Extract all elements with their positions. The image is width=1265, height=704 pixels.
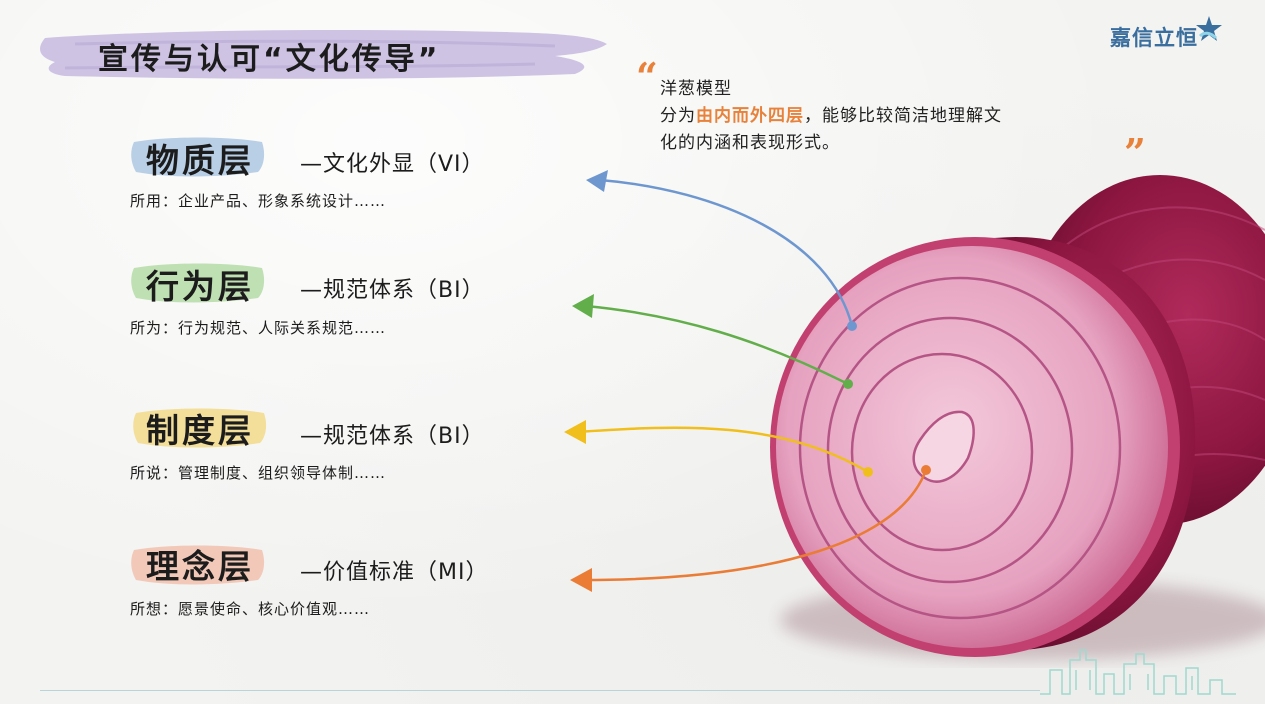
band-concept [131,545,265,585]
band-system [133,408,267,448]
layer-desc-material: 所用：企业产品、形象系统设计…… [130,192,387,210]
brand-logo-text: 嘉信立恒 [1110,26,1198,50]
arrowhead-material [586,170,608,192]
layer-name-behavior: 行为层 [146,267,254,306]
quote-line-2-suffix: ，能够比较简洁地理解文 [804,106,1002,126]
page-title: 宣传与认可“文化传导” [98,42,441,77]
star-logo-icon [1196,16,1222,41]
city-skyline-icon [1040,649,1236,695]
arrow-system [575,426,869,474]
layer-subtitle-concept: —价值标准（MI） [300,560,489,585]
layer-subtitle-material: —文化外显（VI） [300,152,485,177]
quote-close-mark: ” [1124,130,1146,175]
dot-material [847,321,857,331]
quote-line-2-prefix: 分为 [660,106,696,126]
quote-line-2: 分为由内而外四层，能够比较简洁地理解文 [660,103,1130,130]
dot-concept [921,465,931,475]
title-banner [35,24,610,82]
band-material [131,137,265,177]
layer-desc-behavior: 所为：行为规范、人际关系规范…… [130,319,387,337]
dot-system [863,467,873,477]
quote-highlight: 由内而外四层 [696,106,804,126]
layer-name-system: 制度层 [146,411,254,450]
layer-name-concept: 理念层 [146,547,254,586]
layer-subtitle-system: —规范体系（BI） [300,424,485,449]
quote-open-mark: “ [636,54,658,99]
band-behavior [131,263,265,303]
arrow-material [599,178,854,327]
quote-line-3: 化的内涵和表现形式。 [660,133,840,153]
layer-desc-system: 所说：管理制度、组织领导体制…… [130,464,387,482]
arrowhead-system [564,420,586,444]
arrow-concept [581,469,928,582]
footer-divider [40,690,1040,691]
quote-line-1: 洋葱模型 [660,79,732,99]
arrowhead-concept [570,568,592,592]
arrowhead-behavior [572,294,594,318]
layer-name-material: 物质层 [146,141,254,180]
quote-text: 洋葱模型 分为由内而外四层，能够比较简洁地理解文 化的内涵和表现形式。 [660,76,1130,157]
layer-desc-concept: 所想：愿景使命、核心价值观…… [130,600,371,618]
arrow-behavior [585,304,849,386]
layer-subtitle-behavior: —规范体系（BI） [300,278,485,303]
dot-behavior [843,379,853,389]
